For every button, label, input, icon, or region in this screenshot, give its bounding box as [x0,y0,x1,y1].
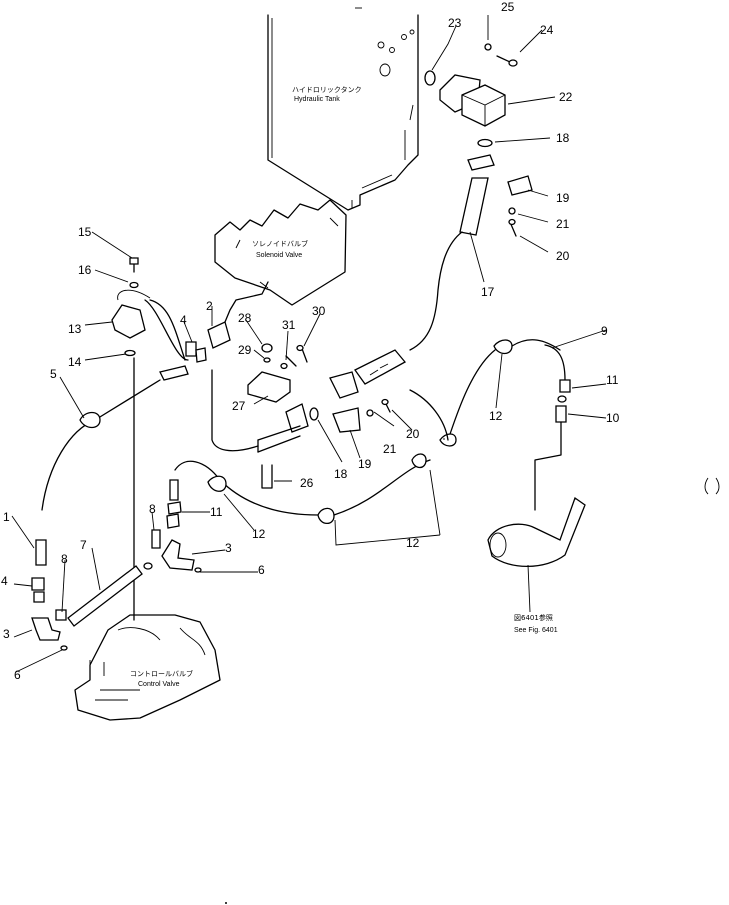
part-number: 2 [206,299,213,313]
part-number: 8 [61,552,68,566]
o-ring-18 [309,407,319,421]
hydraulic-tank: ハイドロリックタンク Hydraulic Tank [267,7,419,211]
tank-strainer-assembly [424,43,518,148]
part-number: 25 [501,0,515,14]
part-number: 8 [149,502,156,516]
part-number: 19 [358,457,372,471]
bracket-19-bottom [332,407,361,433]
part-number: 9 [601,324,608,338]
part-number: 29 [238,343,252,357]
control-valve-label-en: Control Valve [138,681,180,688]
part-number: 30 [312,304,326,318]
part-number: 24 [540,23,554,37]
part-number: 17 [481,285,495,299]
part-number: 13 [68,322,82,336]
part-number: 4 [180,313,187,327]
part-number: 28 [238,311,252,325]
part-number: 3 [3,627,10,641]
part-number: 5 [50,367,57,381]
part-number: 19 [556,191,570,205]
bracket-27-assembly [211,343,309,489]
fittings-9-10-11: 図6401参照 See Fig. 6401 [487,344,586,634]
part-number: 12 [406,536,420,550]
part-number: 20 [556,249,570,263]
hose-17 [329,154,495,399]
see-fig-label-en: See Fig. 6401 [514,627,558,634]
solenoid-valve: ソレノイドバルブ Solenoid Valve [214,199,347,323]
part-number: 12 [489,409,503,423]
fittings-left [31,565,143,651]
control-valve-label-jp: コントロールバルブ [130,669,193,678]
part-number: 22 [559,90,573,104]
part-number: 11 [606,373,619,387]
solenoid-valve-label-jp: ソレノイドバルブ [252,239,308,248]
part-number: 10 [606,411,620,425]
part-number-labels: 25 24 23 22 18 19 21 20 17 15 16 13 14 5… [1,0,620,682]
part-number: 31 [282,318,296,332]
part-number: 21 [383,442,397,456]
control-valve: コントロールバルブ Control Valve [74,614,221,721]
leader-lines [11,15,607,673]
part-number: 26 [300,476,314,490]
fittings-center-left [143,501,202,573]
hose-5 [35,299,189,566]
part-number: 11 [210,505,223,519]
part-number: 12 [252,527,266,541]
part-number: 18 [334,467,348,481]
part-number: 27 [232,399,246,413]
part-number: 14 [68,355,82,369]
part-number: 1 [3,510,10,524]
part-number: 3 [225,541,232,555]
part-number: 15 [78,225,92,239]
part-number: 18 [556,131,570,145]
bolts-20-21 [366,207,517,417]
part-number: 23 [448,16,462,30]
bracket-19-top [507,175,533,196]
part-number: 20 [406,427,420,441]
part-number: 7 [80,538,87,552]
hydraulic-tank-label-jp: ハイドロリックタンク [292,85,362,94]
stray-dot [225,902,227,904]
fittings-2-4 [185,321,231,363]
see-fig-label-jp: 図6401参照 [514,613,553,622]
stray-mark [704,477,720,495]
part-number: 6 [258,563,265,577]
part-number: 6 [14,668,21,682]
hoses-12 [169,339,561,546]
part-number: 21 [556,217,570,231]
solenoid-valve-label-en: Solenoid Valve [256,252,302,259]
part-number: 4 [1,574,8,588]
hydraulic-tank-label-en: Hydraulic Tank [294,96,340,103]
part-number: 16 [78,263,92,277]
